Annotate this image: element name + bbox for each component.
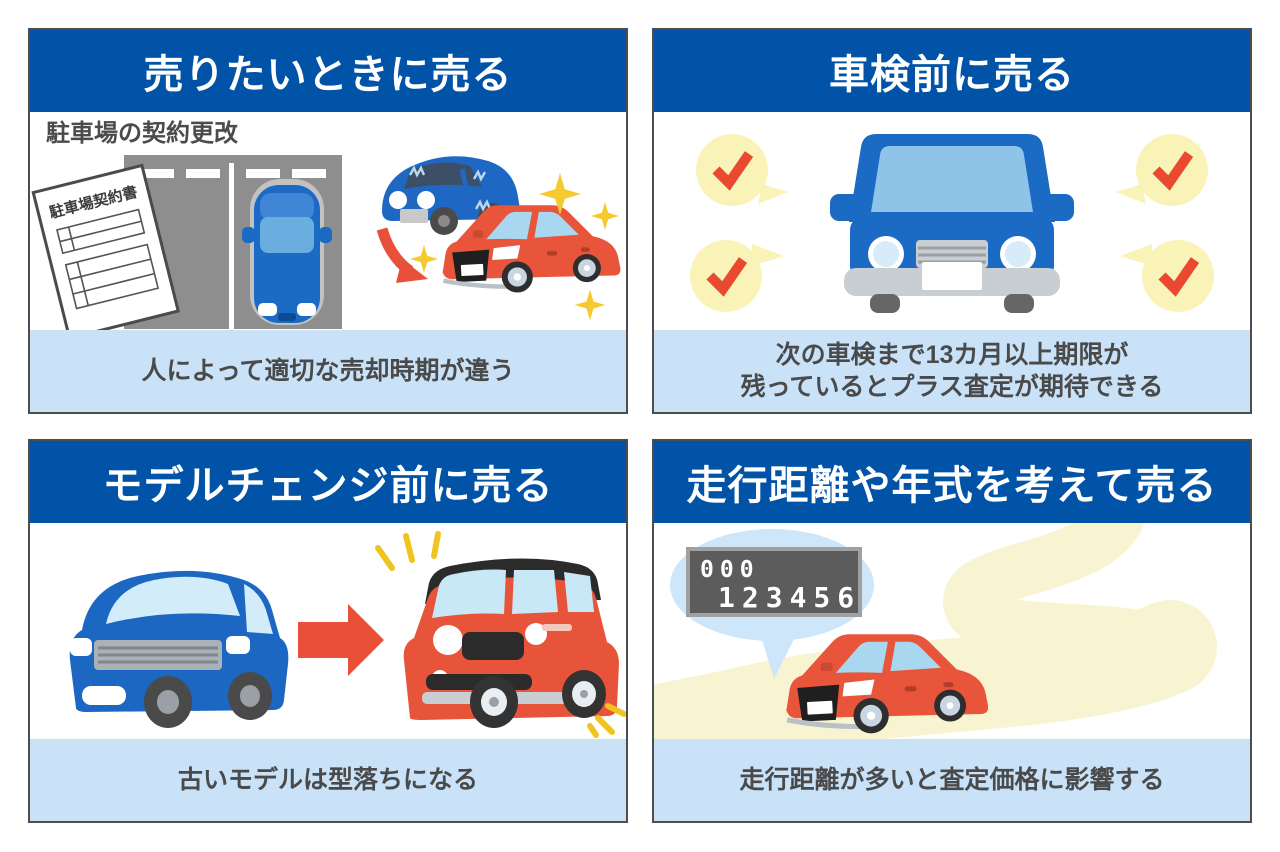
odometer-line1: 000 [700, 557, 760, 583]
scratch-marks-icon [408, 165, 492, 212]
sparkle-icon [574, 289, 606, 321]
panel-title: 売りたいときに売る [30, 30, 626, 112]
odometer-line2: 123456 [718, 581, 861, 614]
new-model-car-icon [375, 531, 626, 738]
parked-car-top-icon [242, 179, 332, 325]
check-bubble-icon [1116, 134, 1208, 206]
panel-sell-when-you-want: 売りたいときに売る [28, 28, 628, 414]
panel-caption: 走行距離が多いと査定価格に影響する [654, 739, 1250, 821]
scene-label: 駐車場の契約更改 [46, 119, 238, 147]
sparkle-icon [591, 202, 619, 230]
panel-title: 走行距離や年式を考えて売る [654, 441, 1250, 523]
panel-caption: 古いモデルは型落ちになる [30, 739, 626, 821]
contract-document-icon: 駐車場契約書 [31, 163, 181, 330]
check-bubble-icon [1120, 240, 1214, 312]
panel-sell-before-inspection: 車検前に売る [652, 28, 1252, 414]
caption-line: 古いモデルは型落ちになる [177, 765, 478, 794]
panel-illustration-mileage: 000 123456 [654, 523, 1250, 739]
panel-illustration-inspection [654, 112, 1250, 330]
speech-bubble-icon: 000 123456 [670, 529, 874, 679]
old-model-car-icon [69, 570, 289, 728]
car-front-icon [830, 134, 1074, 313]
shine-lines-icon [375, 531, 626, 738]
panel-illustration-model-change [30, 523, 626, 739]
check-bubble-icon [696, 134, 788, 206]
caption-line: 次の車検まで13カ月以上期限が [775, 340, 1129, 369]
panel-sell-before-model-change: モデルチェンジ前に売る [28, 439, 628, 823]
check-bubble-icon [690, 240, 784, 312]
panel-title: 車検前に売る [654, 30, 1250, 112]
panel-illustration-parking: 駐車場契約書 駐車場の契約更改 [30, 112, 626, 330]
caption-line: 人によって適切な売却時期が違う [141, 356, 515, 385]
panel-caption: 人によって適切な売却時期が違う [30, 330, 626, 412]
right-arrow-icon [298, 604, 384, 676]
caption-line: 残っているとプラス査定が期待できる [740, 373, 1164, 401]
panel-caption: 次の車検まで13カ月以上期限が 残っているとプラス査定が期待できる [654, 330, 1250, 412]
odometer-icon: 000 123456 [686, 547, 862, 617]
panel-sell-considering-mileage: 走行距離や年式を考えて売る 000 123456 [652, 439, 1252, 823]
curved-arrow-icon [376, 227, 428, 283]
caption-line: 走行距離が多いと査定価格に影響する [739, 765, 1165, 794]
panel-title: モデルチェンジ前に売る [30, 441, 626, 523]
